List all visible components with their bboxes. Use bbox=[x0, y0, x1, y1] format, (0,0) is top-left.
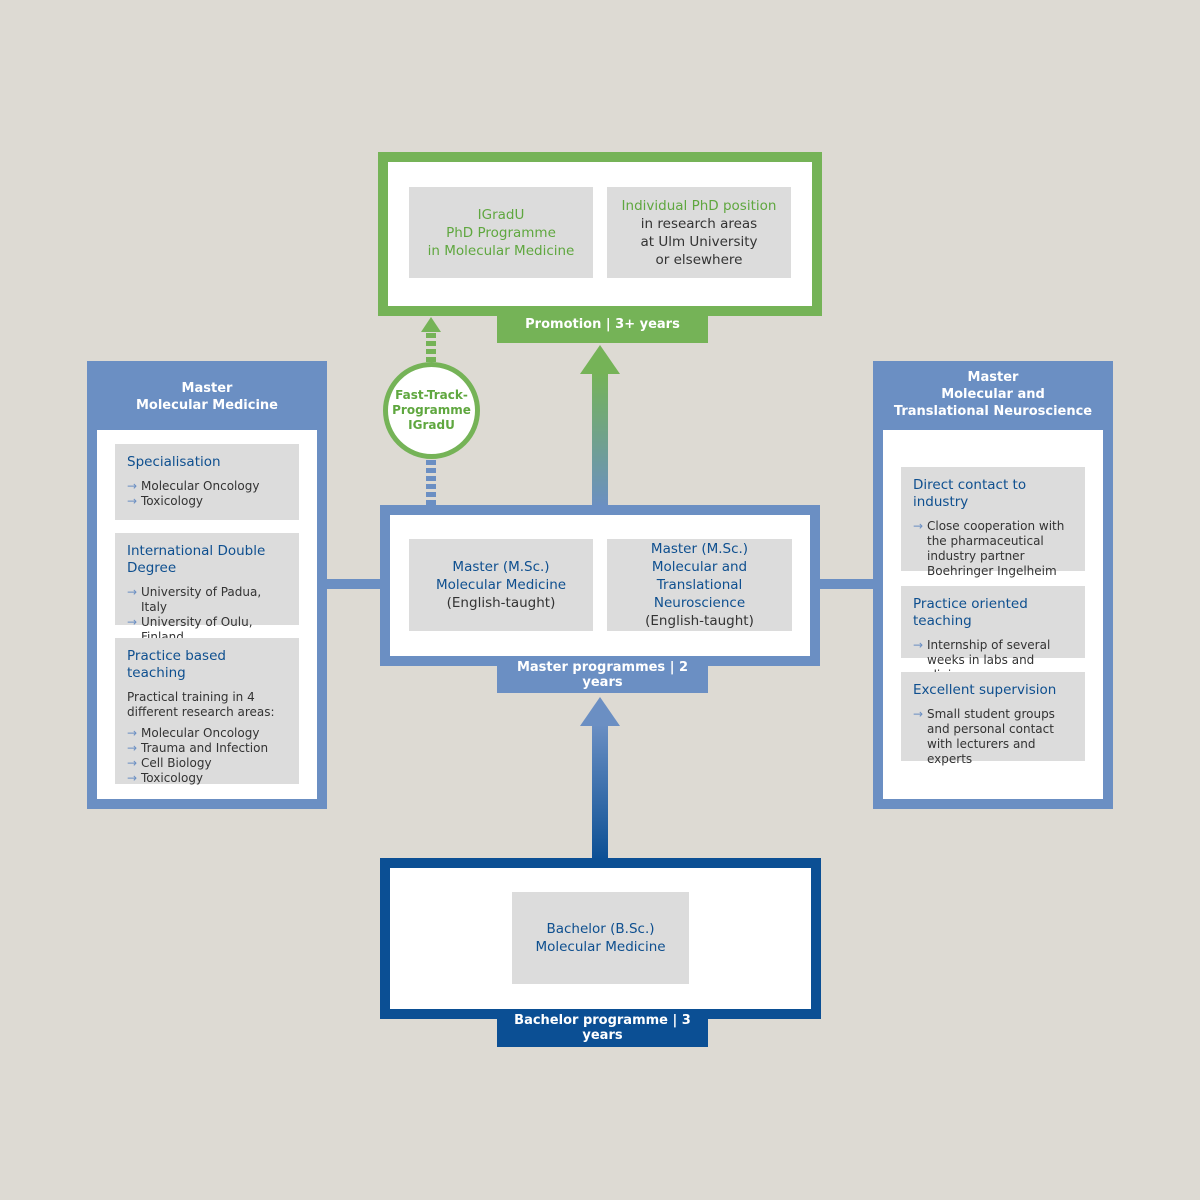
igradu-line1: IGradU bbox=[477, 206, 525, 223]
left-title-line2: Molecular Medicine bbox=[135, 398, 279, 413]
individual-title: Individual PhD position bbox=[621, 197, 777, 214]
card-heading: International Double Degree bbox=[127, 543, 266, 576]
master-neuro-box: Master (M.Sc.) Molecular and Translation… bbox=[607, 539, 792, 631]
bachelor-line1: Bachelor (B.Sc.) bbox=[546, 921, 655, 937]
fast-track-line2: Programme bbox=[392, 403, 471, 417]
right-connector-line bbox=[818, 579, 874, 589]
list-item: →University of Padua, Italy bbox=[127, 585, 262, 614]
arrow-right-icon: → bbox=[913, 519, 924, 533]
left-panel: Master Molecular Medicine Specialisation… bbox=[87, 361, 327, 809]
fast-track-line3: IGradU bbox=[408, 418, 455, 432]
fast-track-circle: Fast-Track- Programme IGradU bbox=[383, 362, 480, 459]
master-molmed-box: Master (M.Sc.) Molecular Medicine (Engli… bbox=[409, 539, 593, 631]
arrow-fast-track-dashed bbox=[421, 317, 441, 505]
list-item: →Small student groups and personal conta… bbox=[913, 707, 1055, 766]
list-item: →Close cooperation with the pharmaceutic… bbox=[913, 519, 1065, 578]
left-panel-title: Master Molecular Medicine bbox=[87, 380, 327, 414]
list-item: →Toxicology bbox=[127, 494, 204, 508]
list-item: →Trauma and Infection bbox=[127, 741, 269, 755]
list-item: →Molecular Oncology bbox=[127, 479, 260, 493]
arrow-right-icon: → bbox=[127, 771, 138, 785]
master-left-line1: Master (M.Sc.) bbox=[452, 559, 550, 575]
card-heading: Specialisation bbox=[127, 454, 221, 470]
card-heading: Direct contact to industry bbox=[913, 477, 1027, 510]
right-panel: Master Molecular and Translational Neuro… bbox=[873, 361, 1113, 809]
master-tab: Master programmes | 2 years bbox=[497, 656, 708, 693]
right-title-line3: Translational Neuroscience bbox=[893, 404, 1093, 419]
card-specialisation: Specialisation →Molecular Oncology →Toxi… bbox=[115, 444, 299, 520]
master-left-line3: (English-taught) bbox=[446, 595, 556, 611]
individual-line1: in research areas bbox=[640, 215, 758, 232]
arrow-right-icon: → bbox=[127, 741, 138, 755]
master-right-line2: Molecular and Translational bbox=[651, 559, 748, 593]
card-heading: Practice oriented teaching bbox=[913, 596, 1028, 629]
card-heading: Excellent supervision bbox=[913, 682, 1057, 698]
promotion-tab: Promotion | 3+ years bbox=[497, 306, 708, 343]
right-panel-inner: Direct contact to industry →Close cooper… bbox=[883, 430, 1103, 799]
arrow-right-icon: → bbox=[127, 756, 138, 770]
card-practice-oriented: Practice oriented teaching →Internship o… bbox=[901, 586, 1085, 682]
left-title-line1: Master bbox=[181, 381, 233, 396]
left-connector-line bbox=[327, 579, 383, 589]
arrow-right-icon: → bbox=[127, 615, 138, 629]
list-item: →Molecular Oncology bbox=[127, 726, 260, 740]
igradu-line2: PhD Programme bbox=[446, 224, 556, 241]
right-title-line2: Molecular and bbox=[941, 387, 1045, 402]
igradu-line3: in Molecular Medicine bbox=[427, 242, 575, 259]
arrow-master-to-promotion bbox=[580, 345, 620, 508]
bachelor-line2: Molecular Medicine bbox=[535, 939, 666, 955]
bachelor-box: Bachelor (B.Sc.) Molecular Medicine bbox=[512, 892, 689, 984]
promotion-frame: IGradU PhD Programme in Molecular Medici… bbox=[378, 152, 822, 316]
arrow-right-icon: → bbox=[913, 638, 924, 652]
card-text: Practical training in 4 different resear… bbox=[127, 690, 275, 719]
master-right-line3: Neuroscience bbox=[653, 595, 746, 611]
master-right-line1: Master (M.Sc.) bbox=[650, 541, 749, 557]
individual-line3: or elsewhere bbox=[655, 251, 743, 268]
arrow-bachelor-to-master bbox=[580, 697, 620, 860]
individual-line2: at Ulm University bbox=[640, 233, 758, 250]
master-right-line4: (English-taught) bbox=[645, 613, 754, 629]
arrow-right-icon: → bbox=[127, 494, 138, 508]
left-panel-inner: Specialisation →Molecular Oncology →Toxi… bbox=[97, 430, 317, 799]
right-title-line1: Master bbox=[967, 370, 1019, 385]
list-item: →Toxicology bbox=[127, 771, 204, 785]
igradu-phd-box: IGradU PhD Programme in Molecular Medici… bbox=[409, 187, 593, 278]
arrow-right-icon: → bbox=[127, 585, 138, 599]
card-industry-contact: Direct contact to industry →Close cooper… bbox=[901, 467, 1085, 578]
card-supervision: Excellent supervision →Small student gro… bbox=[901, 672, 1085, 766]
arrow-right-icon: → bbox=[127, 479, 138, 493]
bachelor-frame: Bachelor (B.Sc.) Molecular Medicine bbox=[380, 858, 821, 1019]
bachelor-tab: Bachelor programme | 3 years bbox=[497, 1009, 708, 1047]
individual-phd-box: Individual PhD position in research area… bbox=[607, 187, 791, 278]
arrow-right-icon: → bbox=[127, 726, 138, 740]
arrow-right-icon: → bbox=[913, 707, 924, 721]
master-left-line2: Molecular Medicine bbox=[435, 577, 567, 593]
list-item: →Cell Biology bbox=[127, 756, 212, 770]
card-double-degree: International Double Degree →University … bbox=[115, 533, 299, 644]
fast-track-line1: Fast-Track- bbox=[395, 388, 468, 402]
card-heading: Practice based teaching bbox=[127, 648, 226, 681]
card-practice-based: Practice based teaching Practical traini… bbox=[115, 638, 299, 785]
right-panel-title: Master Molecular and Translational Neuro… bbox=[873, 369, 1113, 420]
master-frame: Master (M.Sc.) Molecular Medicine (Engli… bbox=[380, 505, 820, 666]
